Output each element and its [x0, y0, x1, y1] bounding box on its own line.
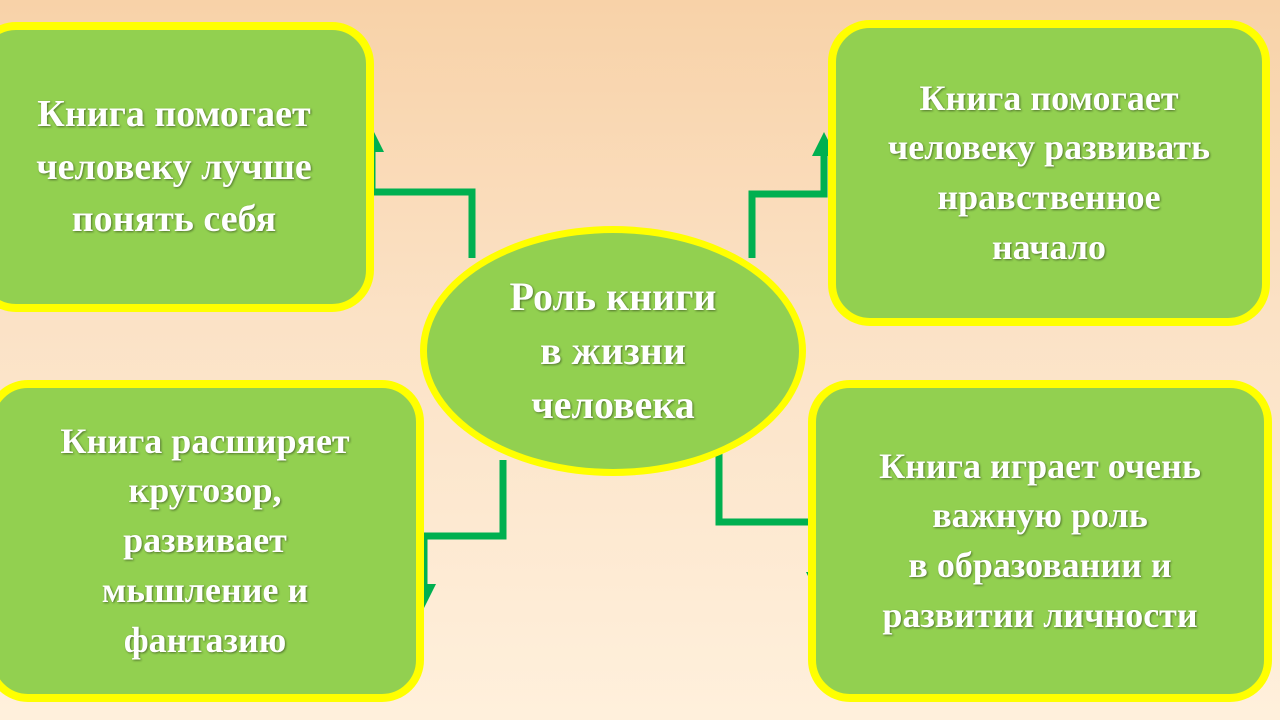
node-moral-development-text: Книга помогает человеку развивать нравст… [887, 77, 1211, 267]
arrow-to-top-right [748, 132, 836, 258]
center-topic-ellipse: Роль книги в жизни человека [420, 226, 806, 476]
node-broaden-horizons-text: Книга расширяет кругозор, развивает мышл… [60, 420, 350, 660]
node-understand-self: Книга помогает человеку лучше понять себ… [0, 22, 374, 312]
arrow-to-bottom-left [412, 460, 507, 608]
node-education-role: Книга играет очень важную роль в образов… [808, 380, 1272, 702]
node-moral-development: Книга помогает человеку развивать нравст… [828, 20, 1270, 326]
node-education-role-text: Книга играет очень важную роль в образов… [879, 445, 1201, 635]
arrow-to-top-left [360, 128, 476, 258]
node-understand-self-text: Книга помогает человеку лучше понять себ… [36, 93, 312, 241]
center-topic-text: Роль книги в жизни человека [509, 274, 717, 427]
node-broaden-horizons: Книга расширяет кругозор, развивает мышл… [0, 380, 424, 702]
